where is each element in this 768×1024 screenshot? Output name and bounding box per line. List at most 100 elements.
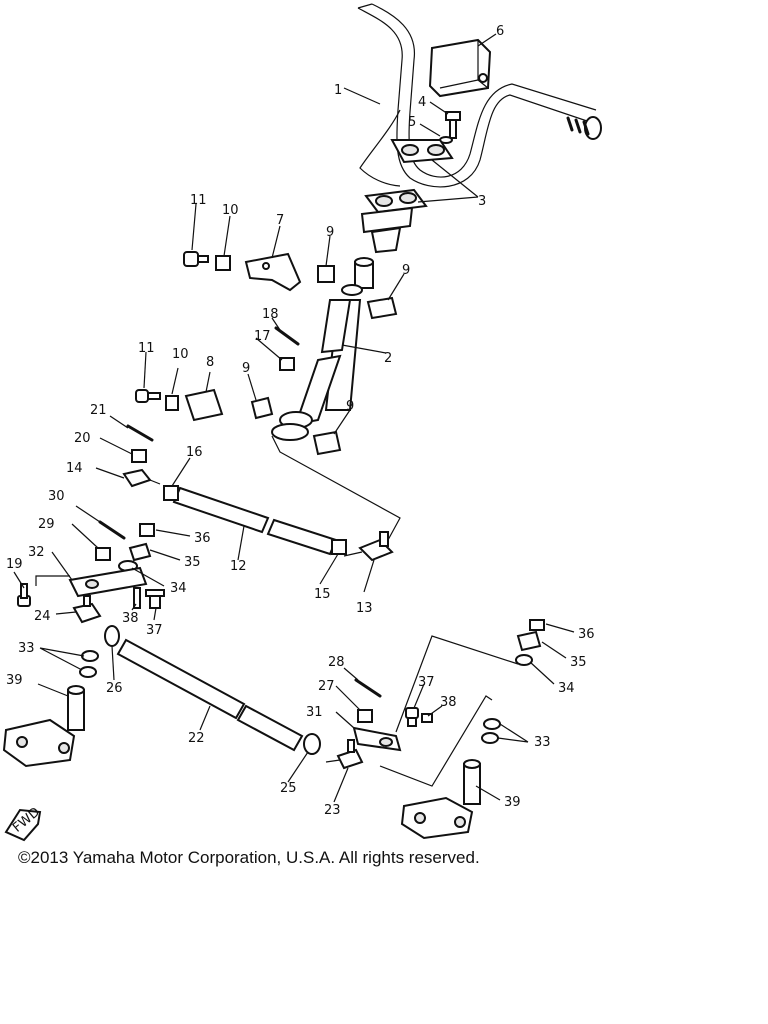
part-label-23: 23 xyxy=(324,803,341,818)
bushing-33-left-b xyxy=(79,666,97,678)
part-label-9-a: 9 xyxy=(326,225,334,240)
part-label-18: 18 xyxy=(262,307,279,322)
part-label-8: 8 xyxy=(206,355,214,370)
nut-20 xyxy=(131,449,147,463)
part-label-12: 12 xyxy=(230,559,247,574)
knuckle-arm-31 xyxy=(352,726,402,752)
nut-27 xyxy=(357,709,373,723)
steering-knuckle-right xyxy=(400,759,481,840)
bushing-33-right-a xyxy=(483,718,501,730)
part-label-2: 2 xyxy=(384,351,392,366)
guide-line-rod-end-13 xyxy=(271,435,401,541)
part-label-39-left: 39 xyxy=(6,673,23,688)
nut-17 xyxy=(279,357,295,371)
part-label-9-b: 9 xyxy=(402,263,410,278)
nut-36-right xyxy=(529,619,545,631)
part-label-1: 1 xyxy=(334,83,342,98)
steering-column xyxy=(271,206,414,441)
part-label-39-right: 39 xyxy=(504,795,521,810)
part-label-10-upper: 10 xyxy=(222,203,239,218)
bolt-11-upper xyxy=(183,251,209,267)
guide-line-knuckle-32 xyxy=(35,575,70,586)
parts-diagram: FWD xyxy=(2,3,602,842)
rod-end-23 xyxy=(325,739,364,770)
spring-washer-35-left xyxy=(128,542,152,562)
part-labels: 1 2 3 4 5 6 7 8 9 9 9 9 9 10 10 11 11 12… xyxy=(6,24,595,818)
part-label-29: 29 xyxy=(38,517,55,532)
part-label-4: 4 xyxy=(418,95,426,110)
part-label-27: 27 xyxy=(318,679,335,694)
handlebar-holder-upper xyxy=(390,139,454,164)
part-label-16: 16 xyxy=(186,445,203,460)
part-label-14: 14 xyxy=(66,461,83,476)
part-label-5: 5 xyxy=(408,115,416,130)
spring-washer-35-right xyxy=(516,630,542,652)
part-label-35-right: 35 xyxy=(570,655,587,670)
part-label-21: 21 xyxy=(90,403,107,418)
nut-36-left xyxy=(139,523,155,537)
cotter-pin-21 xyxy=(126,424,154,442)
part-label-17: 17 xyxy=(254,329,271,344)
part-label-38-right: 38 xyxy=(440,695,457,710)
part-label-11-lower: 11 xyxy=(138,341,155,356)
part-label-36-right: 36 xyxy=(578,627,595,642)
bushing-33-left-a xyxy=(81,650,99,662)
bolt-19 xyxy=(17,583,31,607)
part-label-19: 19 xyxy=(6,557,23,572)
part-label-36-left: 36 xyxy=(194,531,211,546)
column-bracket-7 xyxy=(244,252,302,292)
part-label-11-upper: 11 xyxy=(190,193,207,208)
part-label-32: 32 xyxy=(28,545,45,560)
copyright-notice: ©2013 Yamaha Motor Corporation, U.S.A. A… xyxy=(18,848,480,867)
part-label-26: 26 xyxy=(106,681,123,696)
part-label-9-c: 9 xyxy=(242,361,250,376)
part-label-37-right: 37 xyxy=(418,675,435,690)
part-label-33-right: 33 xyxy=(534,735,551,750)
bolt-11-lower xyxy=(135,389,161,403)
lock-nut-25 xyxy=(303,733,321,755)
knuckle-arm-32 xyxy=(68,566,148,598)
part-label-34-right: 34 xyxy=(558,681,575,696)
tie-rod-22 xyxy=(116,638,304,752)
nut-10-lower xyxy=(165,395,179,411)
part-label-3: 3 xyxy=(478,194,486,209)
steering-knuckle-left xyxy=(2,685,85,768)
bolt-37-right xyxy=(405,707,419,727)
part-label-30: 30 xyxy=(48,489,65,504)
guide-line-knuckle-31 xyxy=(379,635,519,787)
bolt-4 xyxy=(445,111,461,139)
tie-rod-12 xyxy=(163,485,338,556)
rod-end-13 xyxy=(343,531,394,562)
washer-34-right xyxy=(515,654,533,666)
lock-nut-15 xyxy=(331,539,347,555)
part-label-9-d: 9 xyxy=(346,399,354,414)
rod-end-14 xyxy=(122,468,161,488)
bushing-9-d xyxy=(312,430,342,456)
part-label-34-left: 34 xyxy=(170,581,187,596)
part-label-35-left: 35 xyxy=(184,555,201,570)
part-label-24: 24 xyxy=(34,609,51,624)
pin-38-right xyxy=(421,713,433,723)
part-label-20: 20 xyxy=(74,431,91,446)
handlebar-switch xyxy=(428,38,492,98)
part-label-38-left: 38 xyxy=(122,611,139,626)
cotter-pin-18 xyxy=(274,326,300,346)
nut-10-upper xyxy=(215,255,231,271)
bushing-33-right-b xyxy=(481,732,499,744)
nut-29 xyxy=(95,547,111,561)
part-label-6: 6 xyxy=(496,24,504,39)
part-label-10-lower: 10 xyxy=(172,347,189,362)
column-bracket-8 xyxy=(184,388,224,422)
bushing-9-c xyxy=(250,396,274,420)
part-label-25: 25 xyxy=(280,781,297,796)
handlebar xyxy=(357,3,602,188)
cotter-pin-28 xyxy=(354,678,382,698)
part-label-15: 15 xyxy=(314,587,331,602)
part-label-13: 13 xyxy=(356,601,373,616)
bushing-9-a xyxy=(317,265,335,283)
bolt-37-left xyxy=(145,589,165,609)
leader-lines xyxy=(13,33,575,803)
pin-38-left xyxy=(133,587,141,609)
bushing-9-b xyxy=(366,296,398,320)
part-label-7: 7 xyxy=(276,213,284,228)
